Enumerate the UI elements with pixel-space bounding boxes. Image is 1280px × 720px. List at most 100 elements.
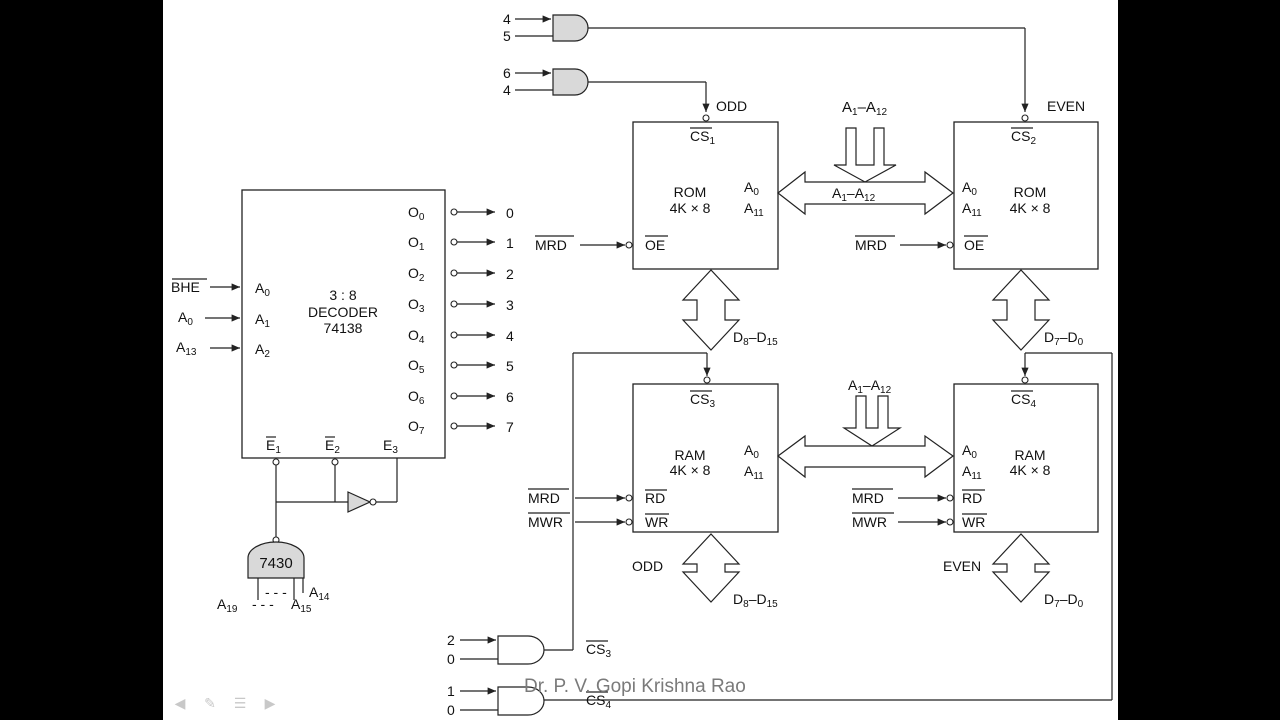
svg-text:O0: O0 [408,204,425,223]
ram-odd-mwr: MWR [528,514,563,530]
rom-odd: ODD CS1 ROM 4K × 8 A0 A11 OE MRD D8–D15 [535,98,779,351]
decoder-output-5: O5 5 [408,357,514,376]
inverter-gate [347,491,372,513]
enable-e2-label: E2 [325,437,340,456]
nand-dash-label-2: - - - [252,596,274,612]
nand-gate-label: 7430 [259,555,292,572]
slide-nav-bar: ◀ ✎ ☰ ▶ [170,694,280,714]
rom-even-data-label: D7–D0 [1044,329,1084,348]
svg-text:0: 0 [447,702,455,718]
ram-odd-tag: ODD [632,558,663,574]
rom-odd-oe: OE [645,237,665,253]
ram-even: CS4 RAM 4K × 8 A0 A11 RD WR MRD MWR EVEN… [852,352,1112,610]
ram-even-data-bus [991,533,1051,603]
svg-text:2: 2 [447,632,455,648]
ram-odd-rd: RD [645,490,665,506]
rom-even-data-bus [991,269,1051,351]
and-gate-cs3: 2 0 CS3 [447,353,611,667]
ram-odd-cs: CS3 [690,391,715,410]
nand-a14-label: A14 [309,584,330,603]
rom-even-cs: CS2 [1011,128,1036,147]
nand-a19-label: A19 [217,596,238,615]
svg-text:O7: O7 [408,418,425,437]
top-address-label: A1–A12 [842,99,887,118]
rom-odd-line2: 4K × 8 [670,200,711,216]
enable-e3-label: E3 [383,437,398,456]
ram-odd-wr: WR [645,514,668,530]
svg-text:0: 0 [447,651,455,667]
rom-odd-data-label: D8–D15 [733,329,778,348]
rom-odd-a0: A0 [744,179,759,198]
bhe-input-label: BHE [171,279,200,295]
svg-text:2: 2 [506,266,514,282]
and-gate-cs4: 1 0 CS4 [447,353,1113,718]
svg-text:4: 4 [503,82,511,98]
svg-text:O4: O4 [408,327,425,346]
nand-dash-label: - - - [265,584,287,600]
decoder-outputs: O0 0 O1 1 O2 2 O3 3 O4 4 [408,204,514,437]
decoder-box [241,189,446,459]
cs4-label: CS4 [586,692,611,711]
rom-even-line1: ROM [1014,184,1047,200]
svg-text:4: 4 [506,328,514,344]
rom-address-bus: A1–A12 A1–A12 [777,99,954,216]
rom-even-line2: 4K × 8 [1010,200,1051,216]
svg-text:O2: O2 [408,265,425,284]
rom-even-a0: A0 [962,179,977,198]
decoder-output-3: O3 3 [408,296,514,315]
svg-text:O6: O6 [408,388,425,407]
decoder-output-2: O2 2 [408,265,514,284]
ram-even-data-label: D7–D0 [1044,591,1084,610]
ram-even-line1: RAM [1014,447,1045,463]
ram-even-mrd: MRD [852,490,884,506]
enable-e1-label: E1 [266,437,281,456]
and-gate-even-rom: 4 5 [503,11,1029,112]
ram-odd-data-bus [681,533,741,603]
slide-canvas: 3 : 8 DECODER 74138 BHE A0 A0 A1 A13 A2 … [163,0,1118,720]
rom-even: EVEN CS2 ROM 4K × 8 A0 A11 OE MRD D7–D0 [855,98,1099,351]
nand-7430: 7430 - - - A19 - - - A15 A14 [217,536,330,615]
rom-even-tag: EVEN [1047,98,1085,114]
arrow-right-icon[interactable]: ▶ [264,696,276,712]
ram-even-line2: 4K × 8 [1010,462,1051,478]
cs3-label: CS3 [586,641,611,660]
svg-text:O3: O3 [408,296,425,315]
decoder-output-6: O6 6 [408,388,514,407]
rom-even-mrd: MRD [855,237,887,253]
svg-text:4: 4 [503,11,511,27]
svg-text:1: 1 [447,683,455,699]
svg-text:O1: O1 [408,234,425,253]
ram-odd: CS3 RAM 4K × 8 A0 A11 RD WR MRD MWR ODD … [528,352,779,610]
ram-odd-data-label: D8–D15 [733,591,778,610]
pen-icon[interactable]: ✎ [204,696,216,712]
ram-even-tag: EVEN [943,558,981,574]
decoder-pin-a1: A1 [255,311,270,330]
rom-even-oe: OE [964,237,984,253]
ram-odd-line1: RAM [674,447,705,463]
a0-input-label: A0 [178,309,193,328]
svg-text:3: 3 [506,297,514,313]
decoder-pin-a2: A2 [255,341,270,360]
rom-bus-label: A1–A12 [832,185,876,204]
ram-even-wr: WR [962,514,985,530]
arrow-left-icon[interactable]: ◀ [174,696,186,712]
svg-text:6: 6 [503,65,511,81]
decoder-pin-a0: A0 [255,280,270,299]
ram-address-label: A1–A12 [848,377,892,396]
menu-icon[interactable]: ☰ [233,696,247,712]
svg-text:5: 5 [506,358,514,374]
ram-odd-a11: A11 [744,463,764,482]
rom-odd-tag: ODD [716,98,747,114]
svg-text:7: 7 [506,419,514,435]
a13-input-label: A13 [176,339,197,358]
decoder-title-1: 3 : 8 [329,287,356,303]
rom-odd-a11: A11 [744,200,764,219]
ram-even-rd: RD [962,490,982,506]
svg-text:1: 1 [506,235,514,251]
decoder-output-1: O1 1 [408,234,514,253]
memory-interface-diagram: 3 : 8 DECODER 74138 BHE A0 A0 A1 A13 A2 … [171,11,1113,718]
ram-odd-mrd: MRD [528,490,560,506]
decoder-output-7: O7 7 [408,418,514,437]
rom-odd-line1: ROM [674,184,707,200]
ram-even-a0: A0 [962,442,977,461]
